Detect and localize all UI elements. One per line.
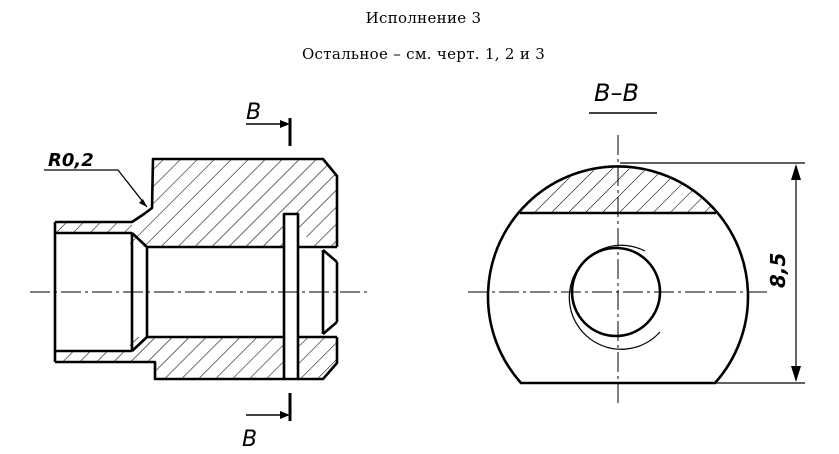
- section-letter-top: В: [246, 100, 261, 125]
- side-section-view: R0,2 В В: [30, 100, 368, 452]
- section-mark-top: [246, 118, 292, 146]
- section-outline: [486, 165, 750, 385]
- section-mark-bottom: [246, 393, 292, 421]
- section-title: В–В: [594, 79, 639, 107]
- section-view-bb: В–В 8,5: [468, 79, 805, 405]
- execution-heading: Исполнение 3: [365, 9, 482, 27]
- dimension-height: [620, 162, 805, 384]
- radius-label: R0,2: [48, 150, 94, 171]
- dimension-label: 8,5: [766, 253, 790, 288]
- thread-arc: [568, 244, 661, 350]
- reference-note: Остальное – см. черт. 1, 2 и 3: [301, 45, 546, 63]
- hatched-segment: [488, 168, 748, 213]
- section-letter-bottom: В: [242, 427, 257, 452]
- radius-callout: [44, 169, 148, 208]
